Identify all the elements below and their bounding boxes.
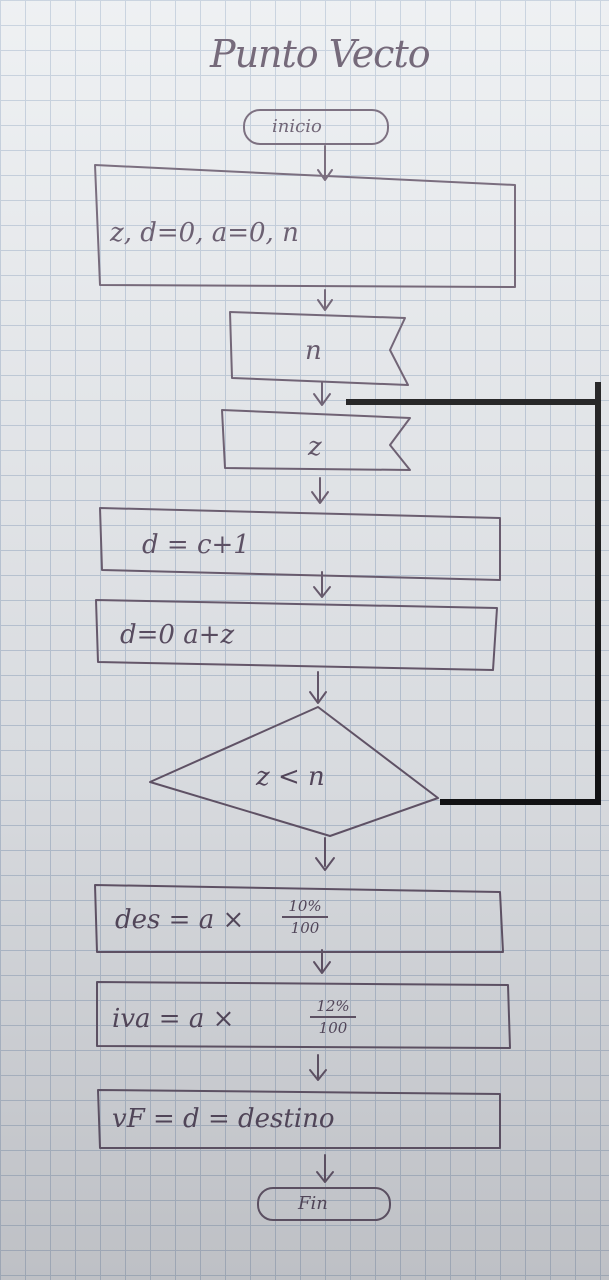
end-label: Fin [298,1193,328,1214]
arrow-3 [313,381,331,406]
arrow-4 [311,477,329,504]
iva-fraction: 12% 100 [310,997,356,1037]
iva-numerator: 12% [316,997,350,1015]
arrow-10 [316,1154,334,1183]
arrow-6 [309,671,327,704]
fraction-bar [282,916,328,918]
arrow-2 [317,289,333,311]
end-terminator [257,1187,391,1221]
init-label: z, d=0, a=0, n [110,218,299,248]
input-z-box [221,409,411,471]
arrow-1 [317,145,333,181]
assign-a-label: d=0 a+z [120,620,235,650]
decision-diamond [149,706,439,837]
arrow-7 [315,837,335,871]
descuento-numerator: 10% [288,897,322,915]
input-z-label: z [308,432,322,462]
diagram-title: Punto Vecto [210,32,431,76]
decision-label: z < n [256,762,325,792]
assign-d-label: d = c+1 [142,530,250,560]
descuento-box [94,884,504,953]
start-terminator [243,109,389,145]
descuento-label: des = a × [115,905,245,935]
arrow-9 [309,1054,327,1081]
input-n-box [229,311,409,386]
fraction-bar [310,1016,356,1018]
arrow-8 [313,949,331,974]
final-box [97,1089,501,1149]
loop-back-line [346,382,601,805]
assign-d-box [99,507,501,581]
start-label: inicio [272,116,322,137]
iva-box [96,981,511,1049]
arrow-5 [313,571,331,598]
init-process-box [94,164,516,288]
assign-a-box [95,599,498,671]
input-n-label: n [305,336,322,366]
descuento-denominator: 100 [290,919,320,937]
iva-label: iva = a × [112,1004,235,1034]
iva-denominator: 100 [318,1019,348,1037]
final-label: vF = d = destino [112,1104,335,1134]
descuento-fraction: 10% 100 [282,897,328,937]
